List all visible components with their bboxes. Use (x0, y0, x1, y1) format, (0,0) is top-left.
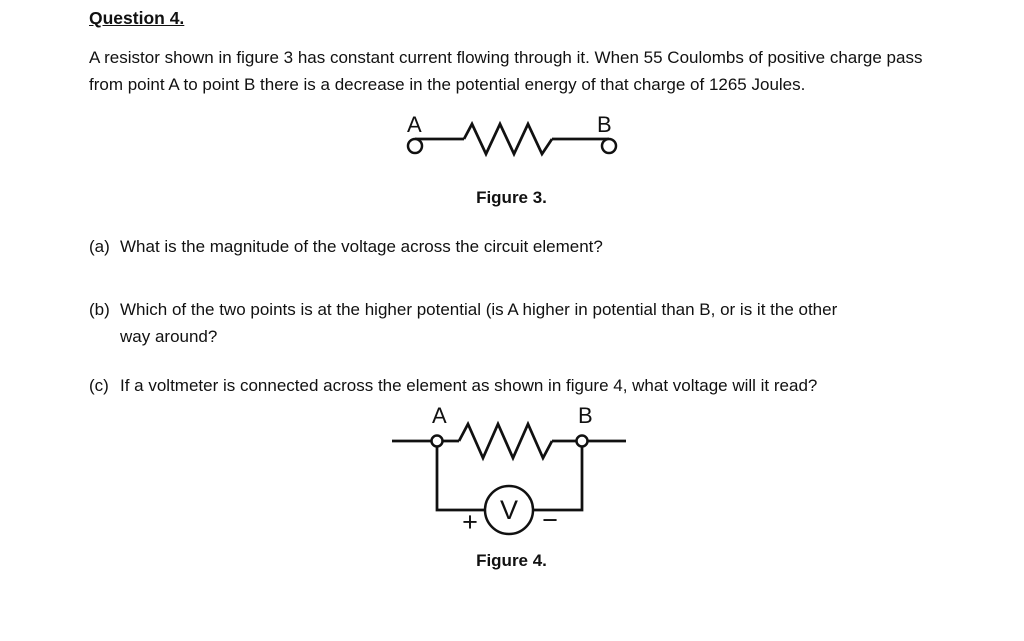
question-b-text: Which of the two points is at the higher… (120, 300, 838, 346)
voltmeter-label: V (499, 495, 517, 525)
question-heading: Question 4. (89, 8, 185, 28)
terminal-b-icon (574, 434, 589, 448)
figure-3-circuit-diagram: A B (406, 116, 617, 158)
question-part-b: (b) Which of the two points is at the hi… (89, 296, 934, 350)
resistor-zigzag-icon (457, 420, 553, 462)
question-part-a: (a) What is the magnitude of the voltage… (89, 233, 934, 260)
question-part-c: (c) If a voltmeter is connected across t… (89, 372, 934, 399)
figure-4-circuit-diagram: A B V + − (391, 407, 626, 537)
voltmeter-icon (483, 484, 534, 536)
question-b-label: (b) (89, 300, 110, 319)
question-c-label: (c) (89, 376, 109, 395)
resistor-zigzag-icon (462, 120, 553, 158)
question-intro-paragraph: A resistor shown in figure 3 has constan… (89, 48, 923, 94)
figure-4-label-a: A (432, 407, 447, 428)
wire-loop-right (532, 446, 583, 512)
figure-4: A B V + − Figure 4. (89, 407, 934, 571)
question-a-label: (a) (89, 237, 110, 256)
terminal-a-icon (406, 137, 423, 155)
figure-3: A B Figure 3. (89, 116, 934, 208)
figure-3-label-b: B (597, 116, 612, 137)
figure-4-label-b: B (578, 407, 593, 428)
terminal-a-icon (429, 434, 444, 448)
voltmeter-minus-sign: − (542, 505, 558, 535)
wire-loop-left (435, 446, 485, 512)
figure-3-caption: Figure 3. (476, 188, 547, 207)
question-a-text: What is the magnitude of the voltage acr… (120, 237, 603, 256)
terminal-b-icon (600, 137, 617, 155)
figure-4-caption: Figure 4. (476, 551, 547, 570)
voltmeter-plus-sign: + (462, 507, 478, 537)
question-c-text: If a voltmeter is connected across the e… (120, 376, 818, 395)
figure-3-label-a: A (407, 116, 422, 137)
